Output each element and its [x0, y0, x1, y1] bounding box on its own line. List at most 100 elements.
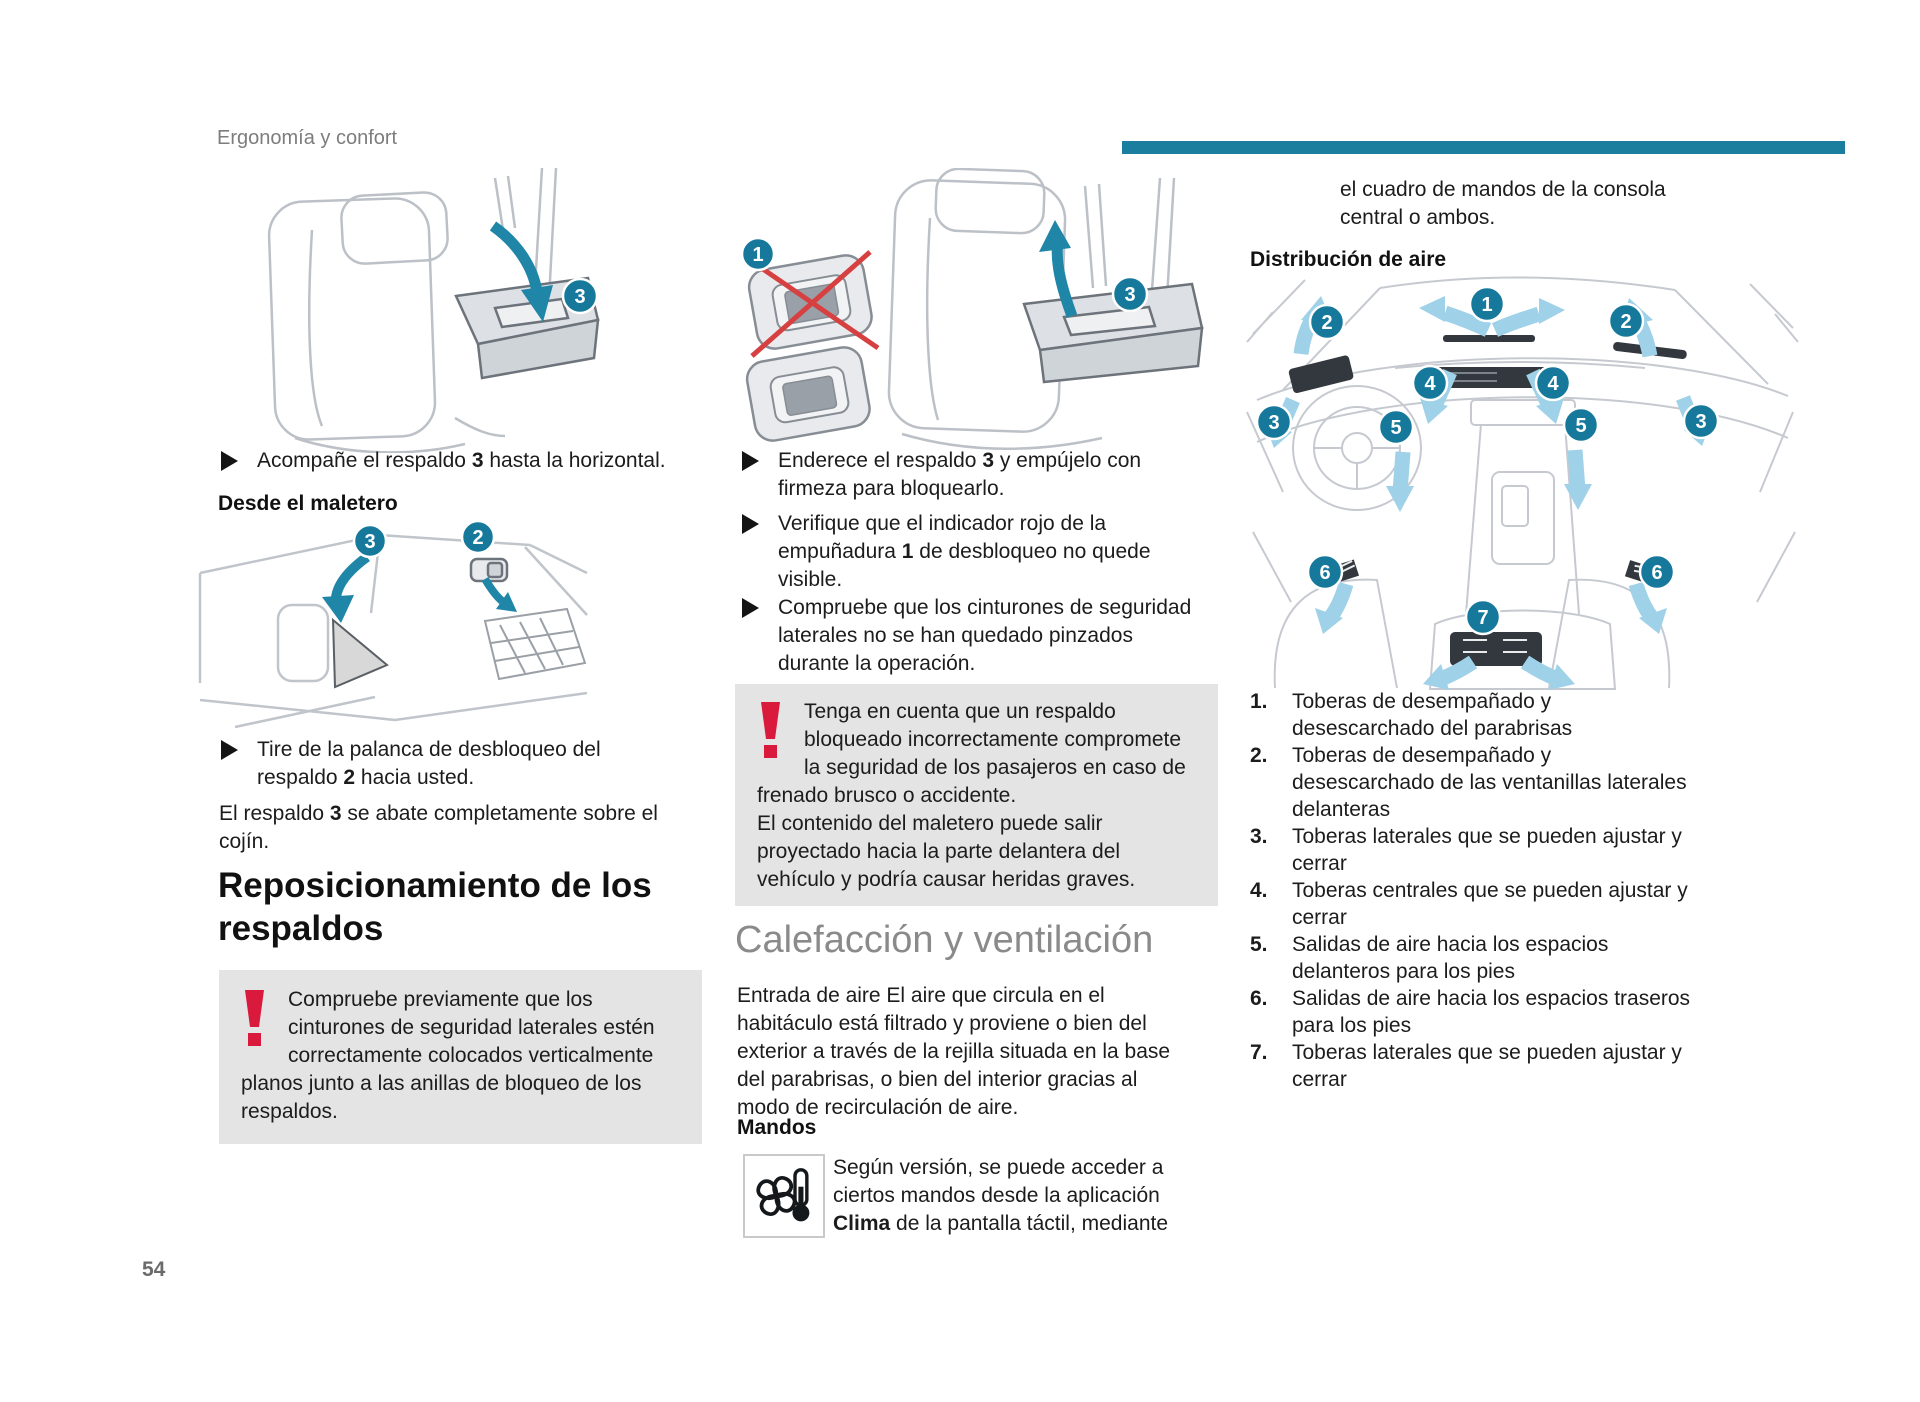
badge-6-left: 6: [1306, 553, 1344, 591]
svg-text:2: 2: [472, 527, 483, 549]
warning-text-1: Tenga en cuenta que un respaldo bloquead…: [757, 700, 1186, 807]
item-number: 4.: [1250, 879, 1268, 902]
badge-6-right: 6: [1638, 553, 1676, 591]
badge-3: 3: [352, 523, 388, 559]
badge-1: 1: [740, 236, 776, 272]
fold-arrow-head: [521, 285, 553, 322]
handle-arrow-head: [496, 592, 517, 612]
instruction-text: Compruebe que los cinturones de segurida…: [778, 596, 1192, 675]
item-text: Toberas laterales que se pueden ajustar …: [1292, 825, 1682, 875]
bullet-arrow-icon: [742, 451, 759, 471]
instruction-straighten: Enderece el respaldo 3 y empújelo con fi…: [742, 447, 1202, 503]
instruction-check-belts: Compruebe que los cinturones de segurida…: [742, 594, 1212, 678]
badge-2-right: 2: [1607, 302, 1645, 340]
fan-thermometer-icon: [756, 1168, 810, 1222]
seatbelt-line: [493, 177, 505, 231]
svg-text:2: 2: [1620, 311, 1631, 333]
list-item: 3. Toberas laterales que se pueden ajusta…: [1250, 823, 1790, 877]
bullet-arrow-icon: [742, 514, 759, 534]
svg-text:1: 1: [1481, 294, 1492, 316]
badge-4-right: 4: [1534, 364, 1572, 402]
distribution-heading: Distribución de aire: [1250, 248, 1447, 271]
badge-3: 3: [561, 277, 599, 315]
svg-text:4: 4: [1424, 373, 1436, 395]
vent-legend-list: 1. Toberas de desempañado y desescarchado…: [1250, 688, 1790, 1093]
handle-pad-crossed: [742, 250, 880, 358]
headrest-outline: [934, 168, 1046, 235]
air-distribution-diagram: 1 2 2 3 3 4 4 5 5 6 6 7: [1246, 276, 1799, 690]
list-item: 5.Salidas de aire hacia los espacios del…: [1250, 931, 1790, 985]
section-heading-heating: Calefacción y ventilación: [735, 919, 1154, 961]
bullet-arrow-icon: [221, 740, 238, 760]
svg-text:4: 4: [1547, 373, 1559, 395]
handle-pad-ok: [745, 346, 871, 442]
instruction-verify: Verifique que el indicador rojo de la em…: [742, 510, 1202, 594]
red-cross-lines: [742, 250, 880, 358]
section-heading-repositioning: Reposicionamiento de los respaldos: [218, 866, 652, 948]
svg-text:3: 3: [1268, 412, 1279, 434]
warning-text: Compruebe previamente que los cinturones…: [241, 988, 655, 1123]
svg-text:6: 6: [1651, 562, 1662, 584]
bullet-arrow-icon: [742, 598, 759, 618]
item-text: Toberas centrales que se pueden ajustar …: [1292, 879, 1688, 929]
boot-heading: Desde el maletero: [218, 492, 398, 515]
badge-3-right: 3: [1682, 402, 1720, 440]
badge-3-left: 3: [1255, 403, 1293, 441]
badge-1: 1: [1468, 285, 1506, 323]
item-number: 6.: [1250, 987, 1268, 1010]
steering-wheel: [1292, 385, 1422, 511]
para-air-intake: Entrada de aire El aire que circula en e…: [737, 984, 1171, 1119]
figure-boot-release: 3 2: [198, 519, 588, 729]
right-seat-outline: [1548, 578, 1671, 689]
center-defrost-vent: [1443, 335, 1535, 342]
svg-text:7: 7: [1477, 607, 1488, 629]
para-console-continuation: el cuadro de mandos de la consola centra…: [1340, 178, 1666, 229]
warning-text-2: El contenido del maletero puede salir pr…: [757, 812, 1136, 891]
badge-2: 2: [460, 519, 496, 555]
pull-arrow-head: [322, 595, 354, 623]
fold-arrow: [489, 221, 543, 294]
instruction-lever: Tire de la palanca de desbloqueo del res…: [221, 736, 691, 792]
badge-4-left: 4: [1411, 364, 1449, 402]
list-item: 6.Salidas de aire hacia los espacios tra…: [1250, 985, 1790, 1039]
accent-bar: [1122, 141, 1845, 154]
svg-text:5: 5: [1575, 415, 1586, 437]
warning-box-locked-backrest: Tenga en cuenta que un respaldo bloquead…: [735, 684, 1218, 906]
instruction-fold: Acompañe el respaldo 3 hasta la horizont…: [221, 447, 691, 475]
raise-arrow-head: [1039, 220, 1071, 252]
badge-2-left: 2: [1308, 303, 1346, 341]
list-item: 7.Toberas laterales que se pueden ajusta…: [1250, 1039, 1790, 1093]
item-text: Toberas de desempañado y desescarchado d…: [1292, 744, 1687, 821]
instruction-text: Acompañe el respaldo 3 hasta la horizont…: [257, 449, 666, 472]
left-seat-outline: [1273, 578, 1398, 689]
windshield-line: [1379, 276, 1676, 291]
svg-text:5: 5: [1390, 417, 1401, 439]
left-side-vent: [1288, 355, 1354, 394]
item-number: 3.: [1250, 825, 1268, 848]
list-item: 1. Toberas de desempañado y desescarchado…: [1250, 688, 1790, 742]
item-number: 1.: [1250, 690, 1268, 713]
badge-3: 3: [1111, 275, 1149, 313]
item-text: Salidas de aire hacia los espacios delan…: [1292, 933, 1609, 983]
list-item: 4. Toberas centrales que se pueden ajusta…: [1250, 877, 1790, 931]
item-number: 2.: [1250, 744, 1268, 767]
warning-exclamation-icon: [245, 990, 264, 1046]
para-clima-app: Según versión, se puede acceder a cierto…: [833, 1156, 1169, 1235]
svg-text:6: 6: [1319, 562, 1330, 584]
rear-armrest-outline: [1428, 609, 1617, 690]
page-header: Ergonomía y confort: [217, 127, 398, 149]
instruction-text: Verifique que el indicador rojo de la em…: [778, 512, 1151, 591]
boot-net: [483, 607, 587, 681]
diagram-badges: 1 2 2 3 3 4 4 5 5 6 6 7: [1255, 285, 1720, 636]
item-text: Toberas de desempañado y desescarchado d…: [1292, 690, 1573, 740]
instruction-text: Enderece el respaldo 3 y empújelo con fi…: [778, 449, 1142, 500]
bullet-arrow-icon: [221, 451, 238, 471]
item-number: 7.: [1250, 1041, 1268, 1064]
release-handle: [469, 557, 509, 583]
svg-text:3: 3: [1124, 284, 1135, 306]
list-item: 2. Toberas de desempañado y desescarchado…: [1250, 742, 1790, 823]
controls-heading: Mandos: [737, 1116, 817, 1139]
climate-icon-box: [743, 1154, 825, 1238]
badge-5-right: 5: [1562, 406, 1600, 444]
